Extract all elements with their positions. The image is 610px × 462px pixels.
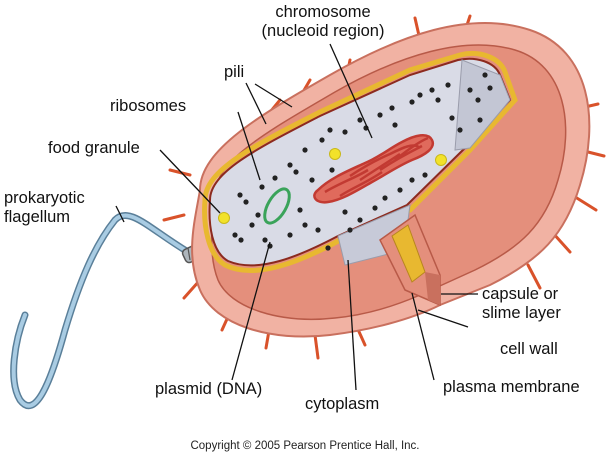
label-flagellum-line2: flagellum	[4, 208, 85, 227]
label-cell-wall: cell wall	[500, 340, 558, 359]
label-capsule-line1: capsule or	[482, 285, 561, 304]
label-flagellum: prokaryotic flagellum	[4, 189, 85, 227]
label-food-granule: food granule	[48, 139, 140, 158]
copyright-notice: Copyright © 2005 Pearson Prentice Hall, …	[0, 440, 610, 452]
label-ribosomes: ribosomes	[110, 97, 186, 116]
label-chromosome-line1: chromosome	[238, 3, 408, 22]
prokaryotic-flagellum	[14, 215, 211, 405]
label-chromosome: chromosome (nucleoid region)	[238, 3, 408, 41]
label-flagellum-line1: prokaryotic	[4, 189, 85, 208]
label-cytoplasm: cytoplasm	[305, 395, 379, 414]
label-pili: pili	[224, 63, 244, 82]
label-capsule-line2: slime layer	[482, 304, 561, 323]
label-plasma-membrane: plasma membrane	[443, 378, 580, 397]
label-chromosome-line2: (nucleoid region)	[238, 22, 408, 41]
label-capsule: capsule or slime layer	[482, 285, 561, 323]
label-plasmid: plasmid (DNA)	[155, 380, 262, 399]
